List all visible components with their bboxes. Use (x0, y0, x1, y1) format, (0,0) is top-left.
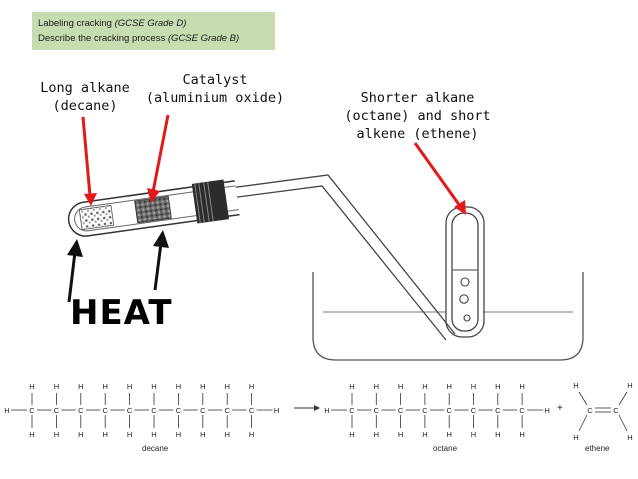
octane-structure: H C H H C H H C H H C H H C H H C H H C H H C H H H (324, 382, 550, 439)
bond (618, 414, 628, 432)
carbon-atom: C (224, 406, 230, 415)
hydrogen-atom: H (200, 382, 205, 391)
hydrogen-atom: H (422, 430, 427, 439)
carbon-atom: C (471, 406, 477, 415)
hydrogen-atom: H (471, 430, 476, 439)
hydrogen-atom: H (573, 433, 578, 442)
hydrogen-atom: H (398, 430, 403, 439)
hydrogen-atom: H (54, 430, 59, 439)
hydrogen-atom: H (519, 382, 524, 391)
carbon-atom: C (78, 406, 84, 415)
decane-structure: H C H H C H H C H H C H H C H H C H H C H H C H H C H H C H H H (4, 382, 279, 439)
carbon-atom: C (127, 406, 133, 415)
hydrogen-atom: H (374, 382, 379, 391)
octane-name: octane (433, 444, 458, 453)
carbon-atom: C (349, 406, 355, 415)
hydrogen-atom: H (102, 430, 107, 439)
hydrogen-atom: H (249, 382, 254, 391)
reaction-arrow (294, 405, 320, 411)
hydrogen-atom: H (176, 382, 181, 391)
hydrogen-atom: H (349, 382, 354, 391)
bond (618, 391, 628, 406)
hydrogen-atom: H (446, 382, 451, 391)
hydrogen-atom: H (249, 430, 254, 439)
carbon-atom: C (151, 406, 157, 415)
carbon-atom: C (587, 406, 593, 415)
hydrogen-atom: H (151, 430, 156, 439)
hydrogen-atom: H (573, 381, 578, 390)
hydrogen-atom: H (200, 430, 205, 439)
bond (578, 391, 588, 406)
carbon-atom: C (374, 406, 380, 415)
gas-bubbles (459, 277, 471, 322)
hydrogen-atom: H (544, 406, 549, 415)
carbon-atom: C (54, 406, 60, 415)
hydrogen-atom: H (224, 382, 229, 391)
hydrogen-atom: H (519, 430, 524, 439)
hydrogen-atom: H (274, 406, 279, 415)
hydrogen-atom: H (224, 430, 229, 439)
hydrogen-atom: H (102, 382, 107, 391)
carbon-atom: C (102, 406, 108, 415)
carbon-atom: C (613, 406, 619, 415)
ethene-name: ethene (585, 444, 610, 453)
bond (578, 414, 588, 432)
hydrogen-atom: H (78, 382, 83, 391)
carbon-atom: C (29, 406, 35, 415)
carbon-atom: C (176, 406, 182, 415)
ethene-structure: C C H H H H (573, 381, 632, 442)
hydrogen-atom: H (29, 382, 34, 391)
plus-sign: + (557, 403, 563, 414)
label-long-alkane: Long alkane (decane) (40, 80, 130, 114)
carbon-atom: C (446, 406, 452, 415)
hydrogen-atom: H (127, 382, 132, 391)
hydrogen-atom: H (398, 382, 403, 391)
carbon-atom: C (519, 406, 525, 415)
hydrogen-atom: H (374, 430, 379, 439)
boiling-tube (67, 179, 240, 237)
hydrogen-atom: H (446, 430, 451, 439)
carbon-atom: C (495, 406, 501, 415)
objective-1: Labeling cracking (GCSE Grade D) (38, 18, 187, 29)
hydrogen-atom: H (78, 430, 83, 439)
hydrogen-atom: H (29, 430, 34, 439)
delivery-tube (229, 174, 456, 341)
mineral-wool-decane (78, 204, 115, 231)
hydrogen-atom: H (627, 433, 632, 442)
hydrogen-atom: H (4, 406, 9, 415)
carbon-atom: C (422, 406, 428, 415)
label-shorter-alkane: Shorter alkane (octane) and short alkene… (344, 90, 491, 142)
hydrogen-atom: H (151, 382, 156, 391)
hydrogen-atom: H (627, 381, 632, 390)
carbon-atom: C (200, 406, 206, 415)
hydrogen-atom: H (495, 430, 500, 439)
hydrogen-atom: H (54, 382, 59, 391)
carbon-atom: C (249, 406, 255, 415)
objective-2: Describe the cracking process (GCSE Grad… (38, 33, 240, 44)
hydrogen-atom: H (324, 406, 329, 415)
learning-objectives: Labeling cracking (GCSE Grade D) Describ… (32, 12, 275, 50)
heat-arrows (67, 230, 169, 303)
hydrogen-atom: H (471, 382, 476, 391)
label-arrows (81, 114, 466, 215)
hydrogen-atom: H (495, 382, 500, 391)
carbon-atom: C (398, 406, 404, 415)
label-catalyst: Catalyst (aluminium oxide) (145, 72, 285, 106)
hydrogen-atom: H (176, 430, 181, 439)
heat-label: HEAT (70, 293, 173, 333)
hydrogen-atom: H (127, 430, 132, 439)
decane-name: decane (142, 444, 169, 453)
hydrogen-atom: H (422, 382, 427, 391)
hydrogen-atom: H (349, 430, 354, 439)
